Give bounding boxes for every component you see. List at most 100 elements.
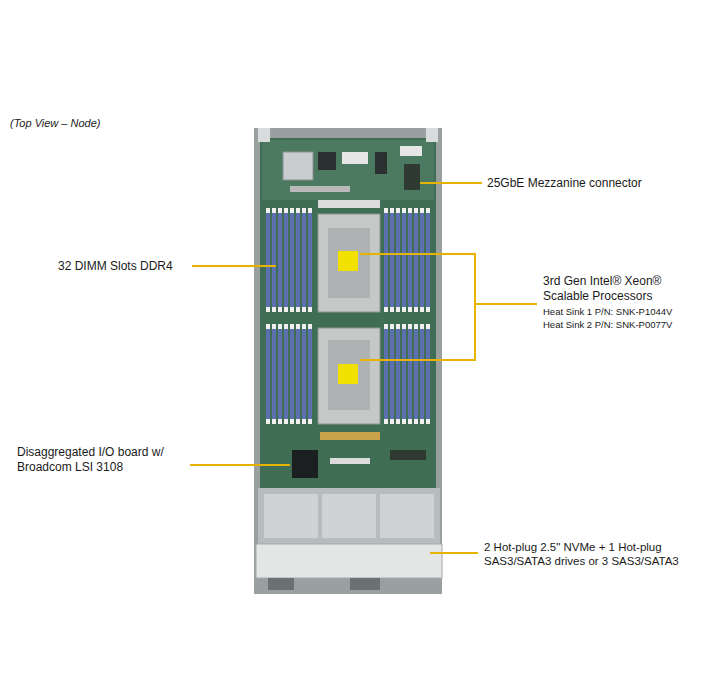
dimm-latch (402, 307, 406, 312)
dimm-slot (290, 324, 294, 424)
part-number: Heat Sink 2 P/N: SNK-P0077V (543, 319, 713, 331)
dimm-latch (296, 208, 300, 213)
cpu-socket (318, 214, 380, 312)
chipset-heatsink (283, 152, 313, 180)
dimm-latch (426, 208, 430, 213)
component (390, 450, 426, 460)
callout-label: 3rd Gen Intel® Xeon® Scalable Processors (543, 274, 693, 304)
dimm-latch (390, 324, 394, 329)
board-top-area (262, 140, 434, 200)
dimm-slot (296, 208, 300, 312)
dimm-slot (396, 324, 400, 424)
component (404, 164, 420, 190)
connector (330, 458, 370, 464)
socket-frame (328, 228, 370, 298)
chip (318, 152, 336, 170)
connector (342, 152, 368, 164)
dimm-latch (272, 419, 276, 424)
dimm-latch (302, 307, 306, 312)
dimm-latch (426, 419, 430, 424)
dimm-slot (402, 324, 406, 424)
dimm-slot (420, 208, 424, 312)
dimm-latch (296, 419, 300, 424)
dimm-latch (384, 324, 388, 329)
dimm-latch (402, 324, 406, 329)
callout-label: Disaggregated I/O board w/ Broadcom LSI … (17, 445, 187, 475)
dimm-slot (296, 324, 300, 424)
dimm-slot (308, 324, 312, 424)
motherboard (260, 138, 436, 488)
callout-label: 32 DIMM Slots DDR4 (58, 259, 190, 274)
bracket (360, 254, 475, 360)
drive-bay (258, 488, 440, 544)
dimm-slots (266, 208, 430, 424)
view-caption: (Top View – Node) (10, 117, 170, 131)
leader-line (190, 464, 290, 466)
dimm-latch (384, 419, 388, 424)
dimm-latch (384, 208, 388, 213)
dimm-latch (290, 324, 294, 329)
dimm-latch (408, 307, 412, 312)
dimm-slot (266, 324, 270, 424)
dimm-latch (290, 419, 294, 424)
drive-cage (264, 494, 318, 538)
dimm-latch (266, 208, 270, 213)
dimm-slot (308, 208, 312, 312)
dimm-slot (290, 208, 294, 312)
dimm-latch (278, 208, 282, 213)
dimm-slot (278, 208, 282, 312)
handle (258, 128, 270, 142)
dimm-latch (390, 419, 394, 424)
dimm-latch (302, 208, 306, 213)
dimm-latch (396, 324, 400, 329)
part-number: Heat Sink 1 P/N: SNK-P1044V (543, 306, 713, 318)
leader-line (475, 303, 537, 305)
dimm-latch (390, 208, 394, 213)
dimm-slot (402, 208, 406, 312)
dimm-latch (278, 324, 282, 329)
dimm-latch (426, 307, 430, 312)
leader-line (192, 265, 276, 267)
dimm-slot (414, 208, 418, 312)
dimm-latch (396, 419, 400, 424)
latch (350, 578, 380, 590)
dimm-latch (308, 208, 312, 213)
callout-label: 2 Hot-plug 2.5" NVMe + 1 Hot-plug SAS3/S… (484, 540, 714, 569)
connector (318, 200, 380, 208)
dimm-slot (384, 324, 388, 424)
dimm-latch (278, 307, 282, 312)
socket-cover (338, 364, 358, 384)
dimm-latch (266, 307, 270, 312)
dimm-latch (384, 307, 388, 312)
dimm-latch (272, 324, 276, 329)
dimm-latch (420, 208, 424, 213)
connector (320, 432, 380, 440)
dimm-latch (408, 419, 412, 424)
dimm-slot (284, 208, 288, 312)
dimm-slot (272, 324, 276, 424)
front-panel (256, 544, 442, 578)
dimm-latch (308, 419, 312, 424)
dimm-slot (408, 208, 412, 312)
dimm-latch (296, 324, 300, 329)
dimm-latch (420, 419, 424, 424)
dimm-latch (284, 307, 288, 312)
dimm-latch (402, 208, 406, 213)
dimm-slot (420, 324, 424, 424)
latch (268, 578, 294, 590)
dimm-latch (296, 307, 300, 312)
dimm-latch (414, 208, 418, 213)
dimm-latch (266, 324, 270, 329)
leader-line (420, 182, 482, 184)
dimm-slot (384, 208, 388, 312)
dimm-slot (426, 324, 430, 424)
dimm-latch (284, 419, 288, 424)
drive-cage (322, 494, 376, 538)
dimm-latch (278, 419, 282, 424)
dimm-latch (290, 307, 294, 312)
dimm-latch (414, 419, 418, 424)
leader-line (430, 552, 478, 554)
dimm-latch (308, 307, 312, 312)
dimm-slot (414, 324, 418, 424)
